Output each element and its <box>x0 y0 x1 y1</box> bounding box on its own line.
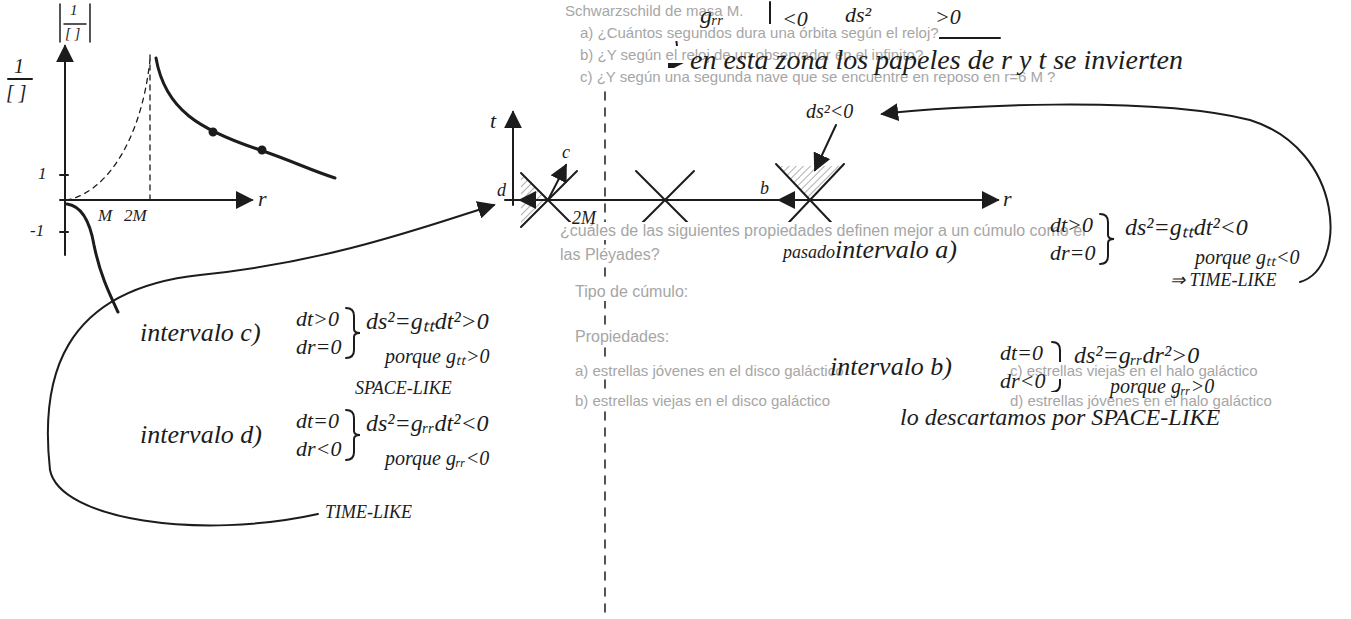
interval-title: intervalo d) <box>140 420 262 450</box>
metric-note: gᵣᵣ <box>700 2 724 30</box>
print-text: las Pléyades? <box>560 246 660 264</box>
interval-formula: ds²=gᵣᵣdr²>0 <box>1074 342 1199 370</box>
axis-label: t <box>490 108 496 133</box>
vector-label: b <box>760 178 769 199</box>
dot <box>259 147 266 154</box>
tick-label: 2M <box>124 206 147 226</box>
axis-label: [ ] <box>6 81 27 104</box>
print-text: ¿cuáles de las siguientes propiedades de… <box>560 222 1086 240</box>
zone-note: en esta zona los papeles de r y t se inv… <box>690 44 1183 76</box>
interval-result: ⇒ TIME-LIKE <box>1170 270 1277 291</box>
curved-arrow <box>48 205 494 525</box>
tick <box>60 174 68 176</box>
condition: dr<0 <box>296 436 341 461</box>
interval-result: SPACE-LIKE <box>355 378 452 399</box>
tick-label: 1 <box>38 164 47 184</box>
interval-reason: porque gᵣᵣ>0 <box>1110 375 1214 398</box>
interval-reason: porque gₜₜ<0 <box>1195 246 1299 269</box>
condition: dt=0 <box>296 408 339 433</box>
shaded-cone <box>778 166 842 200</box>
print-text: Propiedades: <box>575 328 669 346</box>
interval-reason: porque gₜₜ>0 <box>385 345 489 368</box>
condition: dr<0 <box>1000 368 1045 393</box>
interval-reason: porque gᵣᵣ<0 <box>385 447 489 470</box>
print-text: a) estrellas jóvenes en el disco galácti… <box>575 362 843 379</box>
condition: dr=0 <box>296 334 341 359</box>
metric-note: <0 <box>782 6 808 31</box>
interval-title: intervalo b) <box>830 352 952 382</box>
leader-arrow <box>815 125 836 170</box>
light-cone <box>521 173 577 229</box>
axis-label: r <box>258 186 267 211</box>
axis-label: 1 <box>70 2 78 19</box>
interval-title: intervalo a) <box>835 235 957 265</box>
light-cone <box>636 171 694 229</box>
interval-formula: ds²=gₜₜdt²>0 <box>366 308 489 336</box>
axis-label: r <box>1003 186 1012 211</box>
brace <box>1100 214 1114 264</box>
tick <box>60 231 68 233</box>
cone-label: pasado <box>783 242 835 263</box>
print-text: a) ¿Cuántos segundos dura una órbita seg… <box>580 24 939 41</box>
shaded-cone <box>521 173 548 227</box>
vector-b <box>779 199 810 201</box>
metric-note: ds² <box>845 2 871 27</box>
vector-label: d <box>497 180 506 201</box>
interval-title: intervalo c) <box>140 318 261 348</box>
light-cone <box>636 171 694 229</box>
curve <box>156 58 335 178</box>
dot <box>210 129 217 136</box>
axis-label: [ ] <box>65 25 80 42</box>
interval-formula: ds²=gₜₜdt²<0 <box>1125 214 1248 242</box>
interval-result: TIME-LIKE <box>325 502 412 523</box>
print-text: Tipo de cúmulo: <box>575 283 688 301</box>
brace <box>346 410 360 460</box>
curve <box>67 204 118 312</box>
vector-d <box>520 199 548 201</box>
asymptote <box>149 55 150 200</box>
condition: dr=0 <box>1050 240 1095 265</box>
condition: dt=0 <box>1000 340 1043 365</box>
horizon-line <box>604 92 606 615</box>
fraction-bar <box>8 78 32 80</box>
tick-label: M <box>98 206 112 226</box>
r-axis <box>505 199 998 201</box>
tick-label: -1 <box>30 221 44 241</box>
interval-label: ds²<0 <box>806 100 853 123</box>
brace <box>346 308 360 358</box>
y-axis <box>64 46 66 255</box>
vector-label: c <box>562 142 570 163</box>
axis-label: 1 <box>14 55 24 78</box>
x-axis <box>60 199 252 201</box>
dashed-curve <box>66 60 150 200</box>
abs-bar <box>89 4 91 42</box>
condition: dt>0 <box>296 306 339 331</box>
print-text: b) estrellas viejas en el disco galáctic… <box>575 392 830 409</box>
fraction-bar <box>64 23 86 25</box>
metric-note: >0 <box>935 4 961 29</box>
tick-label: 2M <box>572 208 596 229</box>
t-axis <box>512 112 514 205</box>
interval-result: lo descartamos por SPACE-LIKE <box>900 404 1220 432</box>
vector-c <box>548 165 566 200</box>
condition: dt>0 <box>1050 212 1093 237</box>
abs-bar <box>59 4 61 42</box>
interval-formula: ds²=gᵣᵣdt²<0 <box>366 410 489 438</box>
